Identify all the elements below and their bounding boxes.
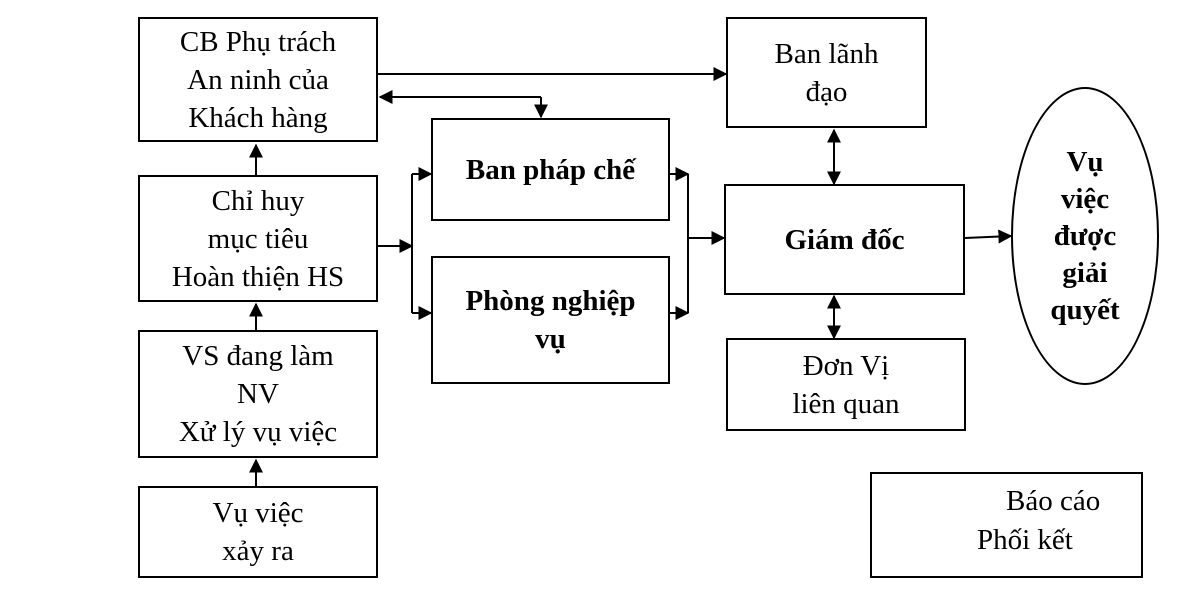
node-giam-doc: Giám đốc xyxy=(724,184,965,295)
legend-box xyxy=(870,472,1143,578)
legend-report-label: Báo cáo xyxy=(1006,485,1101,517)
node-vu-viec-xay-ra: Vụ việc xảy ra xyxy=(138,486,378,578)
node-phong-nghiep-vu: Phòng nghiệp vụ xyxy=(431,256,670,384)
node-ban-phap-che: Ban pháp chế xyxy=(431,118,670,221)
node-giam-doc-label: Giám đốc xyxy=(784,223,905,256)
node-vs-dang-lam-label: VS đang làm NV Xử lý vụ việc xyxy=(178,340,338,448)
node-chi-huy-label: Chỉ huy mục tiêu Hoàn thiện HS xyxy=(171,184,345,293)
node-don-vi-lien-quan: Đơn Vị liên quan xyxy=(726,338,966,431)
node-don-vi-lien-quan-label: Đơn Vị liên quan xyxy=(792,349,900,420)
node-ket-qua-label: Vụ việc được giải quyết xyxy=(1050,145,1120,326)
node-ket-qua: Vụ việc được giải quyết xyxy=(1011,87,1159,385)
node-chi-huy: Chỉ huy mục tiêu Hoàn thiện HS xyxy=(138,175,378,302)
node-phong-nghiep-vu-label: Phòng nghiệp vụ xyxy=(465,285,636,355)
node-ban-phap-che-label: Ban pháp chế xyxy=(465,153,636,186)
node-vu-viec-xay-ra-label: Vụ việc xảy ra xyxy=(212,497,304,567)
node-cb-phu-trach-label: CB Phụ trách An ninh của Khách hàng xyxy=(179,25,337,134)
node-ban-lanh-dao: Ban lãnh đạo xyxy=(726,17,927,128)
node-vs-dang-lam: VS đang làm NV Xử lý vụ việc xyxy=(138,330,378,458)
node-ban-lanh-dao-label: Ban lãnh đạo xyxy=(774,37,879,108)
arrow-giamdoc-to-ketqua xyxy=(964,229,1013,244)
legend-coordinate-label: Phối kết xyxy=(977,524,1073,556)
node-cb-phu-trach: CB Phụ trách An ninh của Khách hàng xyxy=(138,17,378,142)
